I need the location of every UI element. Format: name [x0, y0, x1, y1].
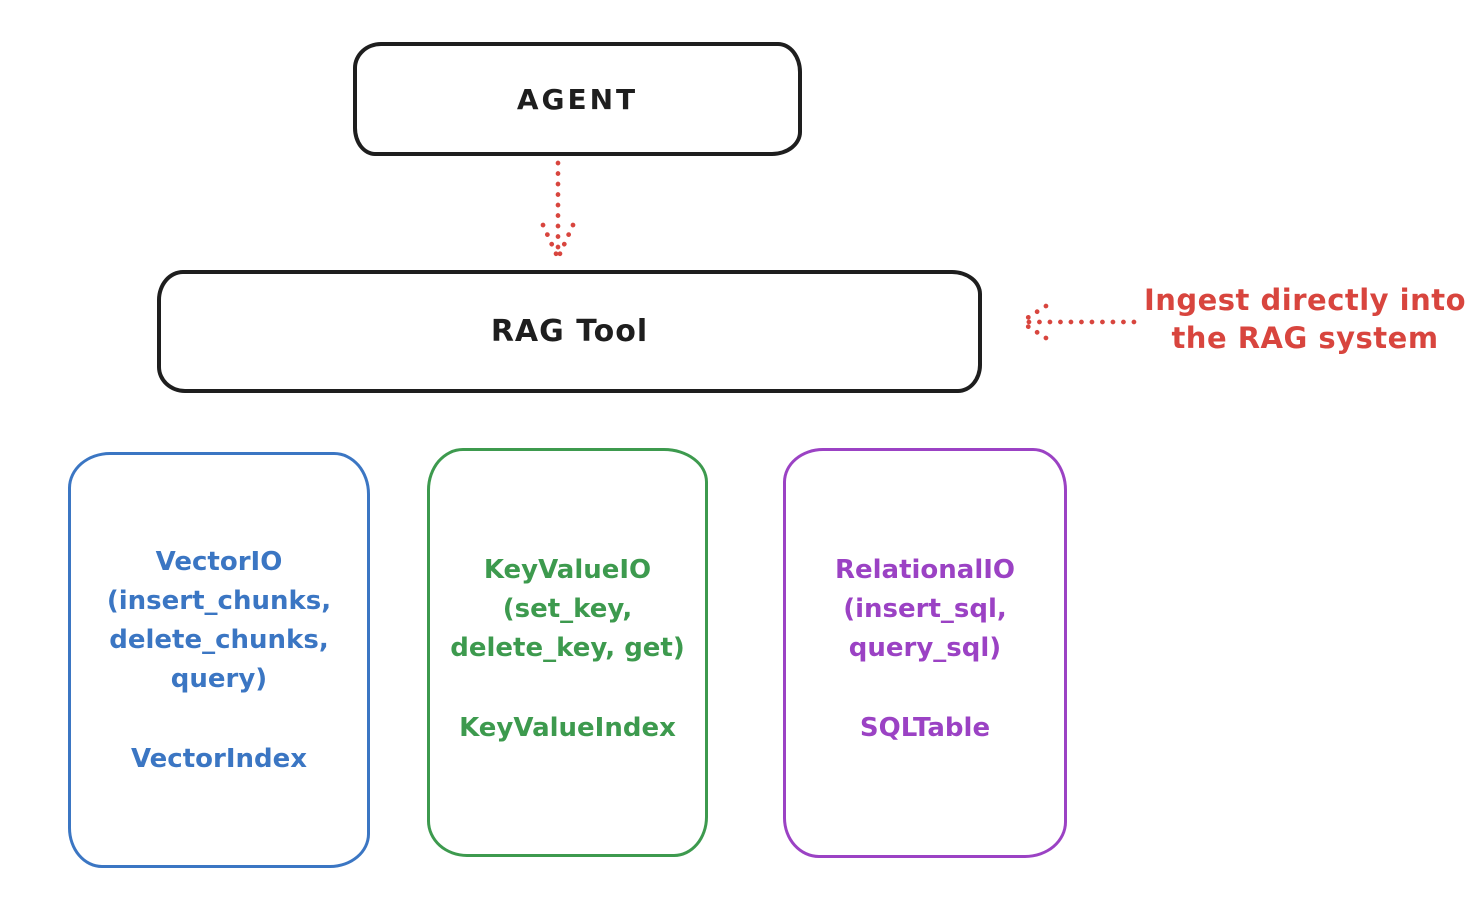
- ingest-annotation-line2: the RAG system: [1171, 321, 1439, 355]
- text-line: delete_key, get): [450, 633, 685, 663]
- text-line: KeyValueIO: [483, 555, 652, 585]
- agent-to-ragtool-arrow: [540, 160, 576, 261]
- vector-io-text: VectorIO (insert_chunks, delete_chunks, …: [71, 455, 367, 779]
- arrow-head: [555, 222, 576, 261]
- ingest-annotation-line1: Ingest directly into: [1143, 283, 1467, 317]
- agent-node: AGENT: [353, 42, 802, 156]
- ingest-annotation: Ingest directly into the RAG system: [1130, 281, 1480, 357]
- arrow-head: [1018, 303, 1049, 325]
- key-value-io-node: KeyValueIO (set_key, delete_key, get) Ke…: [427, 448, 708, 857]
- text-line: query_sql): [848, 633, 1002, 663]
- rag-tool-label: RAG Tool: [490, 314, 649, 349]
- relational-io-node: RelationalIO (insert_sql, query_sql) SQL…: [783, 448, 1067, 858]
- text-line: VectorIO: [155, 547, 283, 577]
- agent-label: AGENT: [516, 82, 639, 116]
- vector-index-label: VectorIndex: [130, 744, 308, 774]
- text-line: delete_chunks,: [109, 625, 329, 655]
- ingest-arrow: [1018, 303, 1137, 341]
- key-value-io-text: KeyValueIO (set_key, delete_key, get) Ke…: [430, 451, 705, 748]
- text-line: (set_key,: [502, 594, 633, 624]
- relational-io-text: RelationalIO (insert_sql, query_sql) SQL…: [786, 451, 1064, 748]
- sql-table-label: SQLTable: [859, 713, 991, 743]
- text-line: query): [170, 664, 268, 694]
- vector-io-node: VectorIO (insert_chunks, delete_chunks, …: [68, 452, 370, 868]
- text-line: RelationalIO: [834, 555, 1016, 585]
- text-line: (insert_chunks,: [106, 586, 332, 616]
- rag-tool-node: RAG Tool: [157, 270, 982, 393]
- arrow-head: [540, 222, 561, 261]
- text-line: (insert_sql,: [843, 594, 1007, 624]
- key-value-index-label: KeyValueIndex: [459, 713, 676, 743]
- arrow-head: [1018, 319, 1049, 341]
